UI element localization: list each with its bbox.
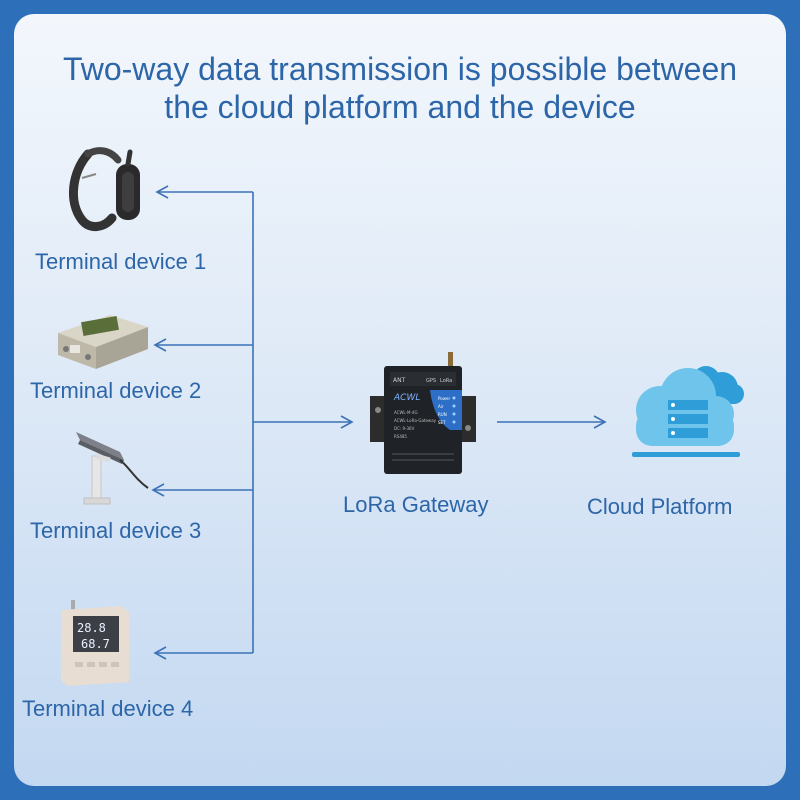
gateway-indicator: Air: [438, 404, 444, 409]
diagram-title: Two-way data transmission is possible be…: [0, 50, 800, 126]
title-line-1: Two-way data transmission is possible be…: [62, 51, 738, 87]
gateway-indicator: Power: [438, 396, 450, 401]
cloud-platform-label: Cloud Platform: [587, 494, 733, 519]
temperature-humidity-display-icon: 28.8 68.7: [61, 600, 129, 686]
gateway-indicator: RUN: [438, 412, 447, 417]
wristband-sensor-icon: [68, 147, 140, 231]
gateway-port-label: ANT: [393, 377, 406, 384]
terminal-device-4-label: Terminal device 4: [22, 696, 194, 721]
gateway-brand: ACWL: [393, 393, 420, 403]
terminal-device-2-label: Terminal device 2: [30, 378, 202, 403]
title-line-2: the cloud platform and the device: [164, 89, 636, 125]
gateway-model-line: DC: 9-36V: [394, 426, 415, 431]
display-humidity: 68.7: [81, 637, 110, 651]
gateway-model-line: ACWL-M-4G: [394, 410, 418, 415]
metal-box-sensor-icon: [58, 315, 148, 369]
pole-mounted-sensor-icon: [76, 432, 149, 505]
gateway-label: LoRa Gateway: [343, 492, 489, 517]
gateway-model-line: ACWL-LoRa-Gateway: [394, 418, 437, 423]
gateway-port-label: LoRa: [440, 378, 452, 384]
gateway-port-label: GPS: [426, 378, 436, 384]
gateway-indicator: SET: [438, 420, 446, 425]
gateway-model-line: RS485: [394, 434, 407, 439]
gateway-router-icon: ANT GPS LoRa ACWL ACWL-M-4G ACWL-LoRa-Ga…: [370, 352, 476, 474]
cloud-server-icon: [632, 366, 744, 457]
display-temperature: 28.8: [77, 621, 106, 635]
terminal-device-3-label: Terminal device 3: [30, 518, 202, 543]
terminal-device-1-label: Terminal device 1: [35, 249, 207, 274]
